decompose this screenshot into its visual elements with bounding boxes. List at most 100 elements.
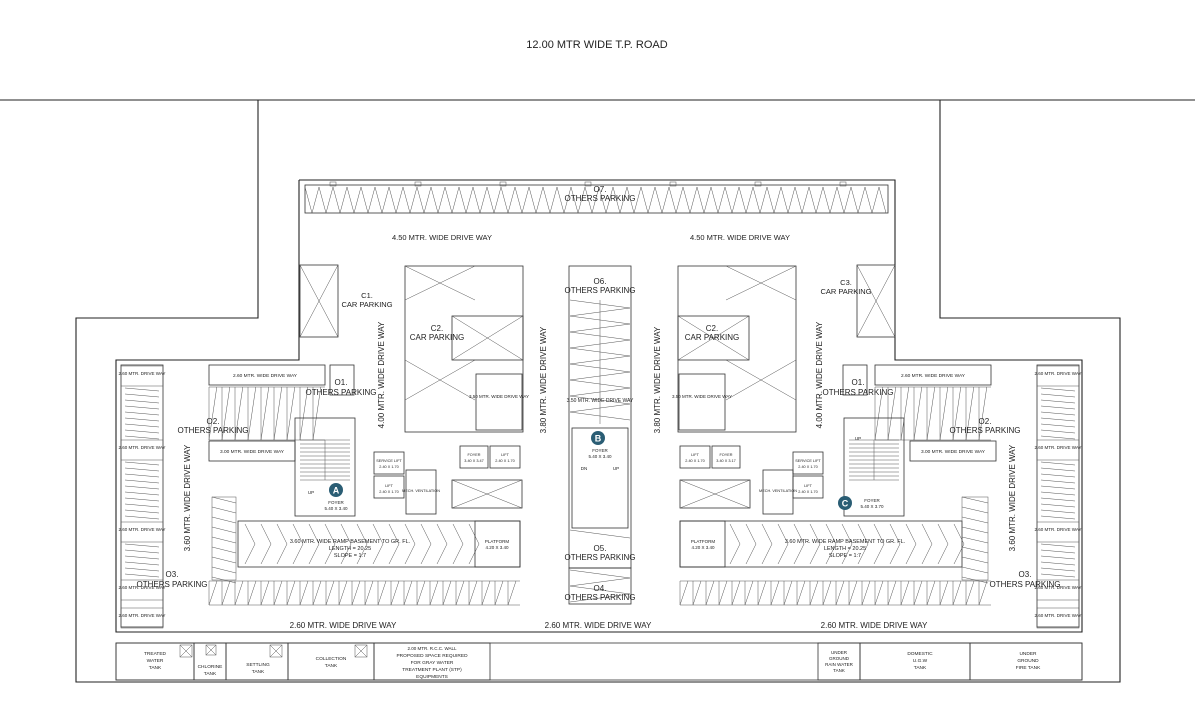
lift-right-size: 2.40 X 1.70 [798,490,817,494]
domestic-3: TANK [914,665,927,671]
label-o5-others: OTHERS PARKING [565,553,636,562]
lift-l2-size: 2.40 X 1.70 [495,459,514,463]
chlorine-2: TANK [204,671,217,677]
dn-b: DN [581,466,588,471]
side-drive-label: 2.60 MTR. DRIVE WAY [118,585,165,590]
lift-left-size: 2.40 X 1.70 [379,490,398,494]
label-c3: C3. [840,278,852,287]
road-area [0,0,1195,100]
side-drive-label: 2.60 MTR. DRIVE WAY [1034,527,1081,532]
label-c2-right: C2. [706,324,718,333]
rain-2: GROUND [829,656,850,661]
label-o7-others: OTHERS PARKING [565,194,636,203]
ramp-right-chevrons [729,523,965,565]
label-drive-400-left: 4.00 MTR. WIDE DRIVE WAY [377,321,386,428]
treated-3: TANK [149,665,162,671]
label-drive-260-left-small: 2.60 MTR. WIDE DRIVE WAY [233,373,298,379]
label-o5: O5. [594,544,607,553]
bubble-b: B [591,431,605,445]
side-drive-label: 2.60 MTR. DRIVE WAY [118,445,165,450]
up-c: UP [855,436,861,441]
car-parking-c3 [856,264,896,338]
svg-text:B: B [595,434,602,444]
parking-bays-right-row1 [874,386,991,441]
label-o1-right-others: OTHERS PARKING [823,388,894,397]
parking-bays-top [304,181,887,214]
label-drive-400-right: 4.00 MTR. WIDE DRIVE WAY [815,321,824,428]
label-o6: O6. [594,277,607,286]
mech-vent-left: MECH. VENTILATION [402,489,440,493]
bubble-a: A [329,483,343,497]
label-o1-left: O1. [335,378,348,387]
stair-a-steps [300,439,350,481]
ramp-right-text-2: LENGTH = 20.25 [824,546,866,552]
label-drive-450-left: 4.50 MTR. WIDE DRIVE WAY [392,233,492,242]
collection-2: TANK [325,663,338,669]
label-c3-car: CAR PARKING [820,287,871,296]
label-drive-380-right: 3.80 MTR. WIDE DRIVE WAY [653,326,662,433]
lift-l2: LIFT [501,453,509,457]
up-b: UP [613,466,619,471]
parking-o1-right [842,364,868,396]
bubble-c: C [838,496,852,510]
rain-3: RAIN WATER [825,662,853,667]
label-o7: O7. [594,185,607,194]
parking-bays-bottom [208,496,991,606]
plot-boundary [75,99,1121,683]
stair-a [294,417,356,517]
side-drive-label: 2.60 MTR. DRIVE WAY [118,613,165,618]
side-drive-label: 2.60 MTR. DRIVE WAY [1034,613,1081,618]
label-o2-left: O2. [207,417,220,426]
parking-strip-o7 [304,184,889,214]
label-drive-260-bottom-center: 2.60 MTR. WIDE DRIVE WAY [545,621,652,630]
label-o1-right: O1. [852,378,865,387]
foyer-a-size: 5.40 X 3.40 [324,506,348,511]
ramp-right-text-1: 3.60 MTR. WIDE RAMP BASEMENT TO GR. FL. [785,539,906,545]
domestic-1: DOMESTIC [907,651,933,657]
ramp-left-chevrons [244,523,480,565]
label-o4: O4. [594,584,607,593]
platform-right: PLATFORM [691,539,715,544]
stp-2: FOR GRAY WATER [411,660,454,666]
stp-1: PROPOSED SPACE REQUIRED [396,653,468,659]
platform-right-size: 4.20 X 3.40 [691,545,715,550]
side-drive-label: 2.60 MTR. DRIVE WAY [1034,371,1081,376]
settling-2: TANK [252,669,265,675]
lift-r2: LIFT [691,453,699,457]
service-lift-right: SERVICE LIFT [795,459,821,463]
label-o1-left-others: OTHERS PARKING [306,388,377,397]
domestic-2: U.G.W [913,658,928,664]
ramp-left-text-3: SLOPE = 1:7 [334,553,366,559]
parking-o4 [568,567,632,605]
foyer-b-size: 5.40 X 3.40 [588,454,612,459]
platform-left: PLATFORM [485,539,509,544]
label-c2-right-car: CAR PARKING [685,333,740,342]
foyer-r2-size: 3.40 X 3.17 [716,459,735,463]
label-drive-350-left: 3.50 MTR. WIDE DRIVE WAY [469,394,529,399]
label-o3-right: O3. [1019,570,1032,579]
label-drive-350-center: 3.50 MTR. WIDE DRIVE WAY [567,398,634,404]
settling-1: SETTLING [246,662,270,668]
label-drive-360-left: 3.60 MTR. WIDE DRIVE WAY [183,444,192,551]
lift-right: LIFT [804,484,812,488]
stair-b [571,427,629,529]
ramp-left-text-2: LENGTH = 20.25 [329,546,371,552]
stp-4: EQUIPMENTS [416,674,448,680]
parking-bays-center [569,299,631,603]
side-drive-label: 2.60 MTR. DRIVE WAY [1034,585,1081,590]
ramp-left-text-1: 3.60 MTR. WIDE RAMP BASEMENT TO GR. FL. [290,539,411,545]
treated-1: TREATED [144,651,167,657]
foyer-b-label: FOYER [592,448,608,453]
foyer-c-label: FOYER [864,498,880,503]
label-o2-right: O2. [979,417,992,426]
parking-o1-left [329,364,355,396]
foyer-l2-label: FOYER [467,453,480,457]
service-lift-left: SERVICE LIFT [376,459,402,463]
foyer-a-label: FOYER [328,500,344,505]
chlorine-1: CHLORINE [198,664,223,670]
svg-text:A: A [333,486,340,496]
foyer-r2-label: FOYER [719,453,732,457]
fire-3: FIRE TANK [1016,665,1041,671]
lift-r2-size: 2.40 X 1.70 [685,459,704,463]
